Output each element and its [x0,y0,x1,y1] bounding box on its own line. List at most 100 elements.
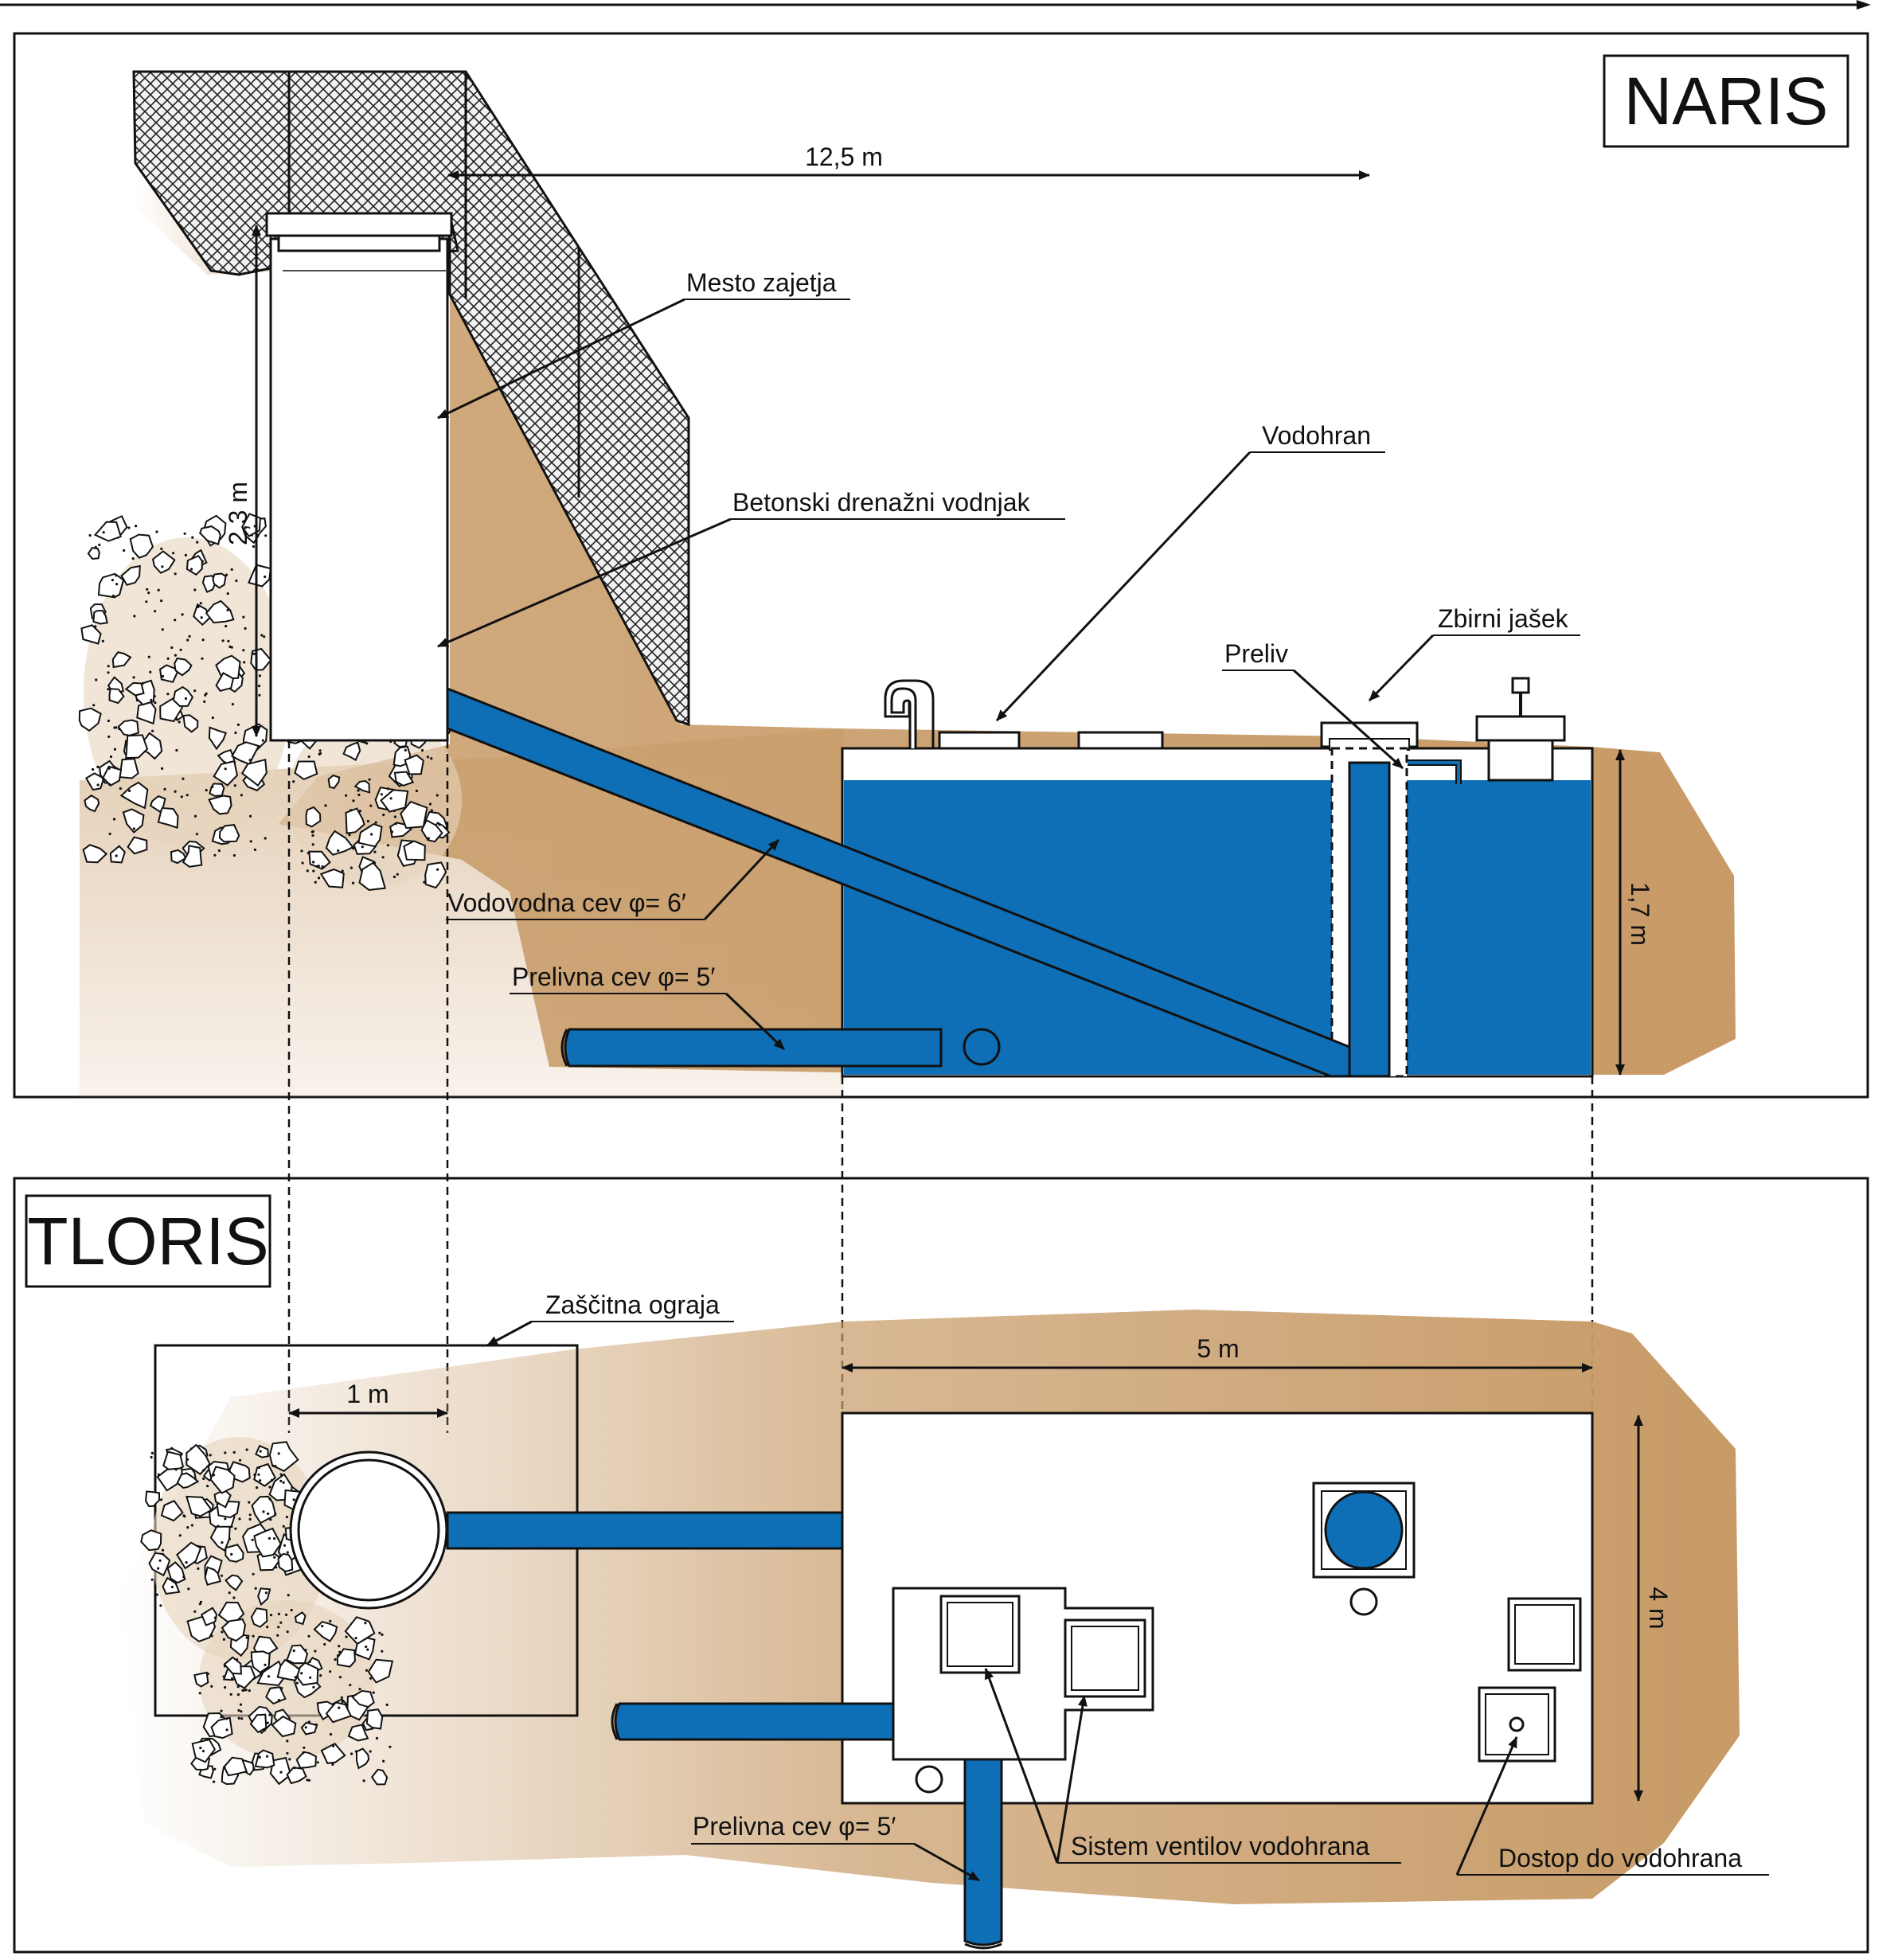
gravel-grain [390,830,394,834]
gravel-grain [295,1681,299,1685]
gravel-grain [436,868,439,871]
gravel-grain [263,635,266,638]
gravel-grain [118,727,121,731]
gravel-grain [132,676,135,679]
gravel-grain [268,1713,271,1716]
gravel-grain [180,795,183,798]
gravel-stone [353,779,371,794]
gravel-stone [327,774,341,790]
gravel-grain [277,1626,280,1629]
gravel-grain [221,639,225,642]
gravel-grain [206,1672,209,1676]
gravel-grain [128,789,131,793]
gravel-grain [279,1473,283,1476]
gravel-grain [286,1751,289,1755]
gravel-grain [259,1450,262,1453]
gravel-grain [222,1675,225,1678]
gravel-grain [210,1634,213,1638]
gravel-grain [345,794,348,797]
gravel-stone [255,1444,269,1458]
gravel-grain [341,869,344,873]
elevation-title-box: NARIS [1603,54,1849,148]
gravel-grain [248,1517,252,1521]
gravel-grain [115,574,118,577]
gravel-grain [201,638,205,642]
gravel-grain [268,1497,271,1501]
gravel-grain [186,1526,189,1529]
gravel-grain [222,1638,225,1641]
gravel-stone [209,1466,236,1494]
gravel-stone [204,1566,221,1586]
gravel-grain [88,533,92,537]
gravel-grain [314,880,317,884]
gravel-grain [147,655,150,658]
gravel-grain [251,1538,254,1541]
gravel-grain [154,610,157,613]
gravel-grain [370,833,373,836]
gravel-grain [221,1541,224,1544]
gravel-grain [244,627,247,631]
gravel-stone [149,795,166,814]
gravel-grain [107,735,111,739]
gravel-grain [438,823,441,826]
dim-well-height: 2,3 m [224,225,261,737]
gravel-grain [369,1750,372,1753]
gravel-grain [430,809,433,812]
gravel-grain [229,1693,232,1696]
gravel-grain [178,720,181,724]
gravel-grain [334,1658,337,1661]
gravel-grain [428,802,432,806]
dim-tank-length: 5 m [842,1334,1593,1372]
gravel-grain [109,755,113,759]
gravel-grain [292,1498,295,1501]
dim-length: 12,5 m [447,143,1370,180]
gravel-grain [378,1631,381,1634]
gravel-grain [286,1739,289,1743]
gravel-stone [108,688,125,705]
gravel-grain [372,1691,375,1694]
gravel-grain [309,1676,312,1679]
gravel-stone [336,1648,357,1668]
gravel-grain [248,1513,252,1517]
gravel-grain [193,588,197,592]
gravel-grain [282,1525,285,1528]
gravel-grain [92,704,96,707]
gravel-grain [186,638,189,642]
gravel-grain [381,1650,384,1653]
gravel-stone [250,1607,268,1628]
gravel-grain [264,1663,267,1666]
gravel-grain [304,1726,307,1729]
gravel-grain [232,1450,236,1454]
gravel-grain [430,757,433,760]
gravel-stone [358,861,386,891]
gravel-grain [321,1625,324,1628]
gravel-grain [269,1518,272,1521]
gravel-stone [347,1724,369,1742]
gravel-grain [252,1572,255,1575]
gravel-grain [179,648,182,651]
gravel-grain [266,1721,269,1724]
gravel-grain [357,789,360,792]
gravel-grain [199,602,202,605]
gravel-grain [382,814,385,817]
gravel-grain [182,1575,185,1579]
reservoir-plan [841,1411,1594,1805]
gravel-grain [161,674,165,678]
gravel-grain [308,1660,311,1663]
gravel-grain [157,1567,160,1570]
gravel-stone [97,572,125,599]
gravel-grain [174,717,178,720]
gravel-grain [111,594,115,598]
gravel-grain [300,1672,303,1675]
gravel-stone [124,681,145,697]
gravel-grain [150,698,153,702]
gravel-grain [160,547,163,551]
gravel-grain [170,646,174,650]
gravel-stone [277,1552,294,1573]
gravel-grain [324,804,327,807]
gravel-stone [350,1689,375,1708]
gravel-grain [318,752,322,755]
overflow-pipe-elevation [560,1028,943,1068]
gravel-grain [257,685,261,688]
gravel-grain [160,599,163,603]
